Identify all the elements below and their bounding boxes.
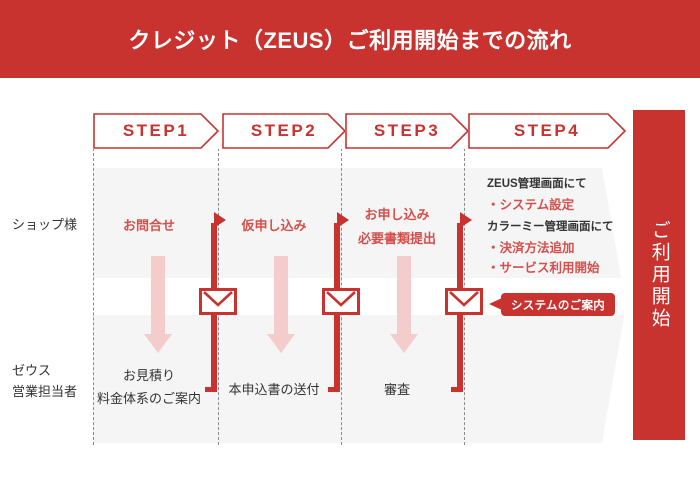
col1-zeus-text: お見積り 料金体系のご案内 [93,364,205,411]
header-banner: クレジット（ZEUS）ご利用開始までの流れ [0,0,700,78]
result-bar: ご利用開始 [633,110,685,440]
lane-label-zeus-line2: 営業担当者 [12,384,78,400]
step-label: STEP2 [250,121,318,140]
col3-shop-line1: お申し込み [364,207,430,222]
col2-shop-text: 仮申し込み [241,218,307,233]
up-arrow-icon [205,212,226,392]
envelope-icon [322,288,360,315]
callout-badge: システムのご案内 [501,293,616,316]
col1-shop-text: お問合せ [122,218,175,233]
step-label: STEP4 [513,121,581,140]
col3-shop-text: お申し込み 必要書類提出 [341,203,453,251]
col1-zeus-line1: お見積り [122,368,175,383]
step4-note-head-2: カラーミー管理画面にて [487,220,614,233]
chevron-right-icon [468,113,626,149]
lane-label-shop: ショップ様 [12,217,78,232]
envelope-icon [445,288,483,315]
step4-note-item-3: ・サービス利用開始 [487,260,600,275]
col1-zeus-line2: 料金体系のご案内 [96,391,201,407]
col3-shop-line2: 必要書類提出 [357,231,436,247]
step-header-2[interactable]: STEP2 [222,113,346,149]
lane-label-zeus-line1: ゼウス [12,363,52,378]
step-header-3[interactable]: STEP3 [345,113,469,149]
step4-note-head-1: ZEUS管理画面にて [487,178,587,190]
callout-tail-icon [489,298,502,310]
column-divider-0 [93,148,94,445]
col2-zeus-text: 本申込書の送付 [228,382,320,397]
callout-label: システムのご案内 [511,299,606,312]
envelope-icon [199,288,237,315]
step-label: STEP3 [373,121,441,140]
result-label: ご利用開始 [648,220,670,330]
chevron-right-icon [93,113,219,149]
chevron-right-icon [345,113,469,149]
step4-notes: ZEUS管理画面にて ・システム設定 カラーミー管理画面にて ・決済方法追加 ・… [487,176,627,278]
down-arrow-icon [144,256,172,353]
step4-note-item-1: ・システム設定 [487,197,575,212]
step-label: STEP1 [122,121,190,140]
step4-note-item-2: ・決済方法追加 [487,240,575,255]
chevron-right-icon [222,113,346,149]
lane-label-zeus: ゼウス 営業担当者 [12,360,77,403]
page-title: クレジット（ZEUS）ご利用開始までの流れ [128,28,572,53]
up-arrow-icon [451,212,472,392]
step-header-1[interactable]: STEP1 [93,113,219,149]
down-arrow-icon [390,256,418,353]
up-arrow-icon [328,212,349,392]
down-arrow-icon [267,256,295,353]
col3-zeus-text: 審査 [383,382,410,397]
step-header-4[interactable]: STEP4 [468,113,626,149]
